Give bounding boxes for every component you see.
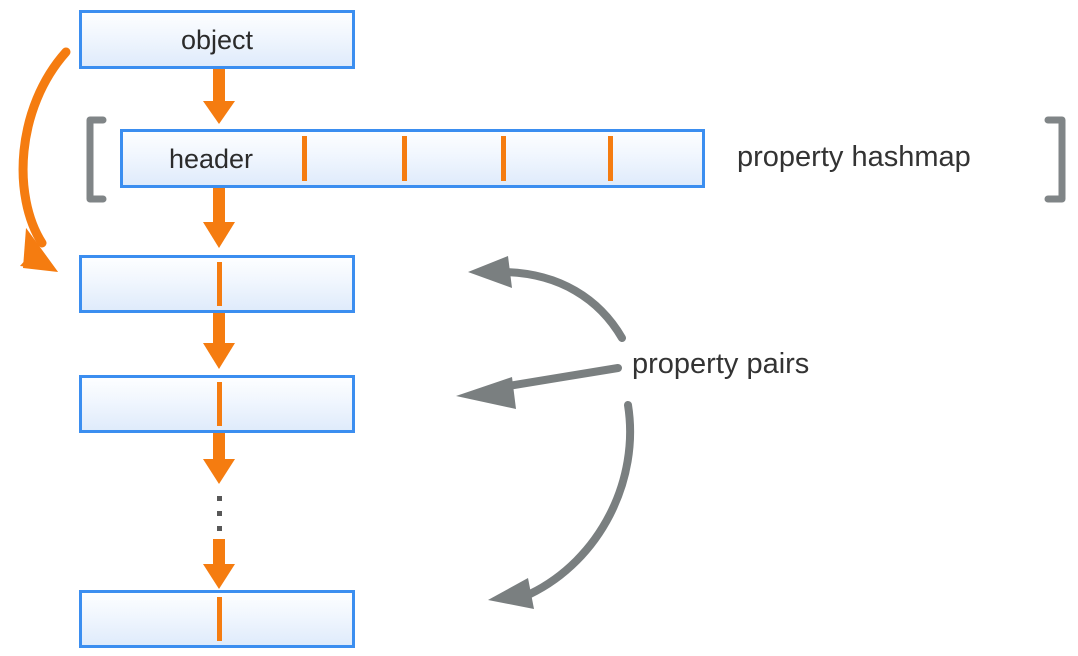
property-hashmap-label: property hashmap	[737, 141, 971, 173]
ellipsis-dot-2	[217, 511, 222, 516]
header-cell-label: header	[168, 144, 254, 174]
object-box-label: object	[180, 25, 254, 55]
property-pair-divider-1	[217, 262, 222, 306]
orange-arrow-header-to-pair1	[203, 188, 235, 248]
hashmap-cell-tick-1	[302, 136, 307, 181]
ellipsis-dot-3	[217, 526, 222, 531]
orange-arrow-pair2-to-ellipsis	[203, 433, 235, 484]
orange-curved-arrow-object-to-pairs	[18, 47, 71, 272]
hashmap-cell-tick-3	[501, 136, 506, 181]
hashmap-cell-tick-4	[608, 136, 613, 181]
right-bracket	[1044, 116, 1066, 203]
object-box	[79, 10, 355, 69]
ellipsis-dot-1	[217, 496, 222, 501]
gray-arrow-to-pair2	[456, 364, 622, 409]
left-bracket	[86, 116, 107, 203]
property-pair-divider-2	[217, 382, 222, 426]
orange-arrow-ellipsis-to-pair3	[203, 539, 235, 589]
gray-arrow-to-pair1	[468, 256, 626, 342]
property-pairs-label: property pairs	[632, 348, 810, 380]
property-hashmap-box	[120, 129, 705, 188]
orange-arrow-object-to-header	[203, 69, 235, 124]
orange-arrow-pair1-to-pair2	[203, 313, 235, 369]
gray-arrow-to-pair3	[488, 401, 635, 609]
property-pair-divider-3	[217, 597, 222, 641]
hashmap-cell-tick-2	[402, 136, 407, 181]
